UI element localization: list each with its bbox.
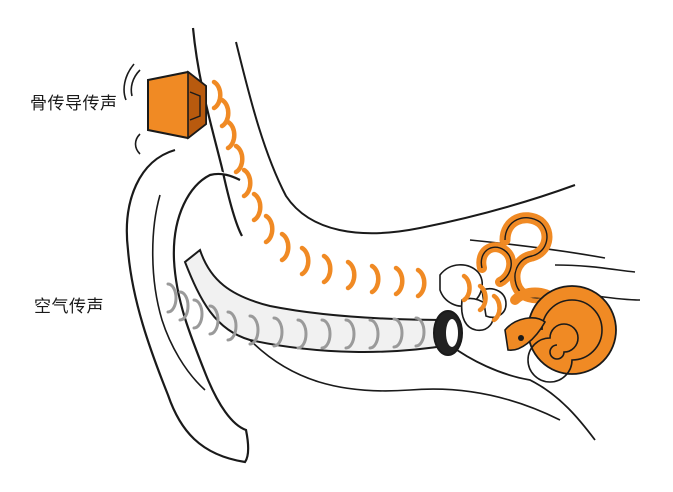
bone-conduction-waves	[211, 79, 502, 323]
air-wave-arc	[368, 318, 380, 350]
air-wave-arc	[414, 316, 426, 348]
bone-wave-arc	[251, 191, 263, 223]
air-wave-arc	[208, 304, 220, 336]
bone-wave-arc	[225, 119, 237, 151]
bone-wave-arc	[299, 245, 311, 277]
bone-conduction-label: 骨传导传声	[30, 94, 118, 114]
air-wave-arc	[296, 318, 308, 350]
air-conduction-label: 空气传声	[34, 297, 104, 317]
pinna-inner	[151, 194, 206, 391]
temple-outline	[235, 41, 576, 235]
pinna-outline	[125, 148, 250, 464]
bone-wave-arc	[415, 267, 427, 299]
bone-conduction-transducer-icon	[123, 63, 207, 155]
bone-wave-arc	[461, 273, 472, 303]
air-wave-arc	[392, 317, 404, 349]
air-wave-arc	[166, 282, 178, 314]
bone-wave-arc	[393, 265, 405, 297]
air-wave-arc	[320, 318, 332, 350]
inner-outline-2	[554, 264, 636, 273]
jaw-outline	[449, 344, 596, 441]
ear-canal	[183, 248, 454, 353]
bone-wave-arc	[477, 283, 488, 313]
bone-wave-arc	[369, 263, 381, 295]
air-wave-arc	[226, 310, 238, 342]
cochlea-icon	[476, 212, 617, 383]
bone-wave-arc	[321, 253, 333, 285]
air-wave-arc	[272, 316, 284, 348]
bone-wave-arc	[233, 143, 245, 175]
air-wave-arc	[248, 314, 260, 346]
air-wave-arc	[178, 290, 190, 322]
air-wave-arc	[192, 298, 204, 330]
bone-wave-arc	[345, 259, 357, 291]
lower-canal-outline	[249, 339, 561, 421]
bone-wave-arc	[211, 79, 223, 111]
bone-wave-arc	[241, 167, 253, 199]
bone-wave-arc	[491, 293, 502, 323]
bone-wave-arc	[279, 231, 291, 263]
eardrum-highlight	[446, 319, 458, 347]
air-wave-arc	[344, 318, 356, 350]
skull-outline	[191, 27, 243, 237]
air-conduction-waves	[166, 282, 426, 350]
bone-wave-arc	[219, 97, 231, 129]
bone-wave-arc	[263, 213, 275, 245]
